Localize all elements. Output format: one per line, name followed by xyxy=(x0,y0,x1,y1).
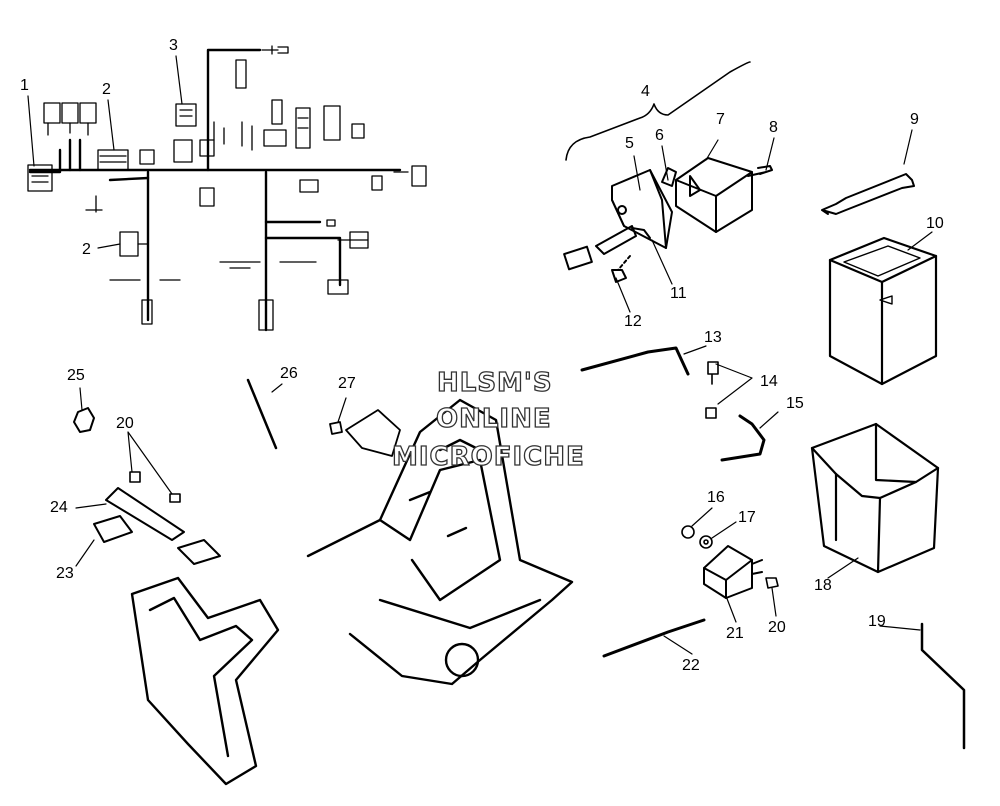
callout-23: 23 xyxy=(56,565,74,582)
leader-lines xyxy=(27,55,933,655)
harness-connectors xyxy=(27,45,427,331)
callout-20b: 20 xyxy=(768,619,786,636)
callout-16: 16 xyxy=(707,489,725,506)
cable-13 xyxy=(580,346,690,376)
callout-1: 1 xyxy=(20,77,29,94)
frame xyxy=(130,398,574,786)
callout-4: 4 xyxy=(641,83,650,100)
rod-19 xyxy=(920,622,966,750)
wiring-harness xyxy=(28,48,402,332)
callout-19: 19 xyxy=(868,613,886,630)
bracket-24 xyxy=(93,487,221,565)
watermark-line-1: HLSM'S xyxy=(436,368,553,398)
callout-18: 18 xyxy=(814,577,832,594)
callout-25: 25 xyxy=(67,367,85,384)
clip-25 xyxy=(73,407,95,433)
callout-20a: 20 xyxy=(116,415,134,432)
tie-26 xyxy=(246,378,278,450)
callout-2: 2 xyxy=(102,81,111,98)
watermark-line-3: MICROFICHE xyxy=(391,442,585,472)
bolts-14 xyxy=(705,361,719,419)
callout-27: 27 xyxy=(338,375,356,392)
callout-22: 22 xyxy=(682,657,700,674)
cable-15 xyxy=(720,414,766,462)
callout-7: 7 xyxy=(716,111,725,128)
callout-15: 15 xyxy=(786,395,804,412)
callout-3: 3 xyxy=(169,37,178,54)
solenoid-21 xyxy=(703,545,763,599)
callout-8: 8 xyxy=(769,119,778,136)
sensor-27 xyxy=(329,409,401,457)
callout-24: 24 xyxy=(50,499,68,516)
callout-26: 26 xyxy=(280,365,298,382)
relay-cover xyxy=(675,157,773,233)
battery-box xyxy=(810,422,940,574)
callout-5: 5 xyxy=(625,135,634,152)
callout-11: 11 xyxy=(670,285,687,302)
callout-13: 13 xyxy=(704,329,722,346)
callout-12: 12 xyxy=(624,313,642,330)
callout-9: 9 xyxy=(910,111,919,128)
relay-bracket xyxy=(563,167,677,283)
hardware-16-17-20 xyxy=(129,471,779,589)
callout-2b: 2 xyxy=(82,241,91,258)
callout-17: 17 xyxy=(738,509,756,526)
callout-10: 10 xyxy=(926,215,944,232)
cable-22 xyxy=(602,618,706,658)
callout-14: 14 xyxy=(760,373,778,390)
callout-21: 21 xyxy=(726,625,744,642)
group-brace xyxy=(565,61,751,161)
battery xyxy=(828,236,938,386)
battery-strap xyxy=(821,173,915,215)
watermark-line-2: ONLINE xyxy=(435,404,552,434)
callout-6: 6 xyxy=(655,127,664,144)
